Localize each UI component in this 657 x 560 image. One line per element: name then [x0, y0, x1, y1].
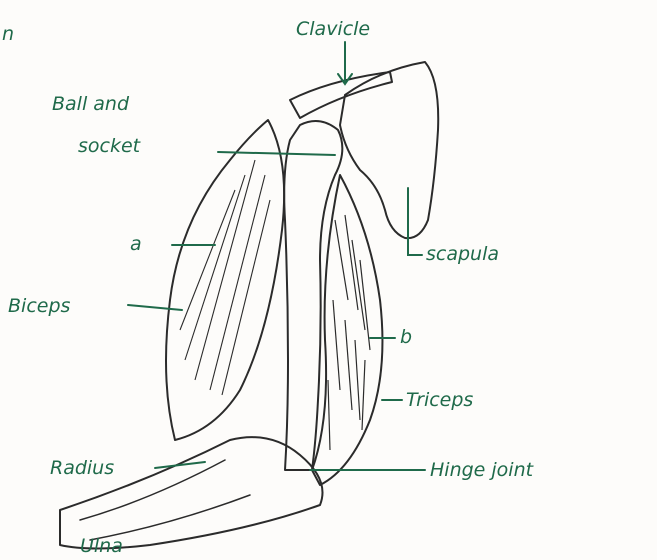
biceps-label: Biceps — [8, 295, 71, 317]
triceps-hatching — [328, 215, 370, 450]
biceps-muscle — [166, 120, 284, 440]
partial-corner-text: n — [2, 23, 14, 45]
triceps-label: Triceps — [406, 389, 473, 411]
ulna-label: Ulna — [80, 535, 123, 557]
radius-label: Radius — [50, 457, 114, 479]
ball-and-socket-label-line2: socket — [78, 135, 142, 157]
scapula-label: scapula — [426, 243, 499, 265]
clavicle-label: Clavicle — [296, 18, 370, 40]
ball-and-socket-label-line1: Ball and — [52, 93, 130, 115]
biceps-hatching — [180, 160, 270, 395]
scapula-bone — [340, 62, 438, 238]
a-label: a — [130, 233, 142, 255]
humerus-bone — [284, 121, 342, 470]
biceps-leader — [128, 305, 182, 310]
ulna-line — [90, 495, 250, 540]
b-label: b — [400, 326, 412, 348]
hinge-joint-label: Hinge joint — [430, 459, 535, 481]
scapula-leader — [408, 188, 422, 255]
forearm — [60, 437, 323, 548]
